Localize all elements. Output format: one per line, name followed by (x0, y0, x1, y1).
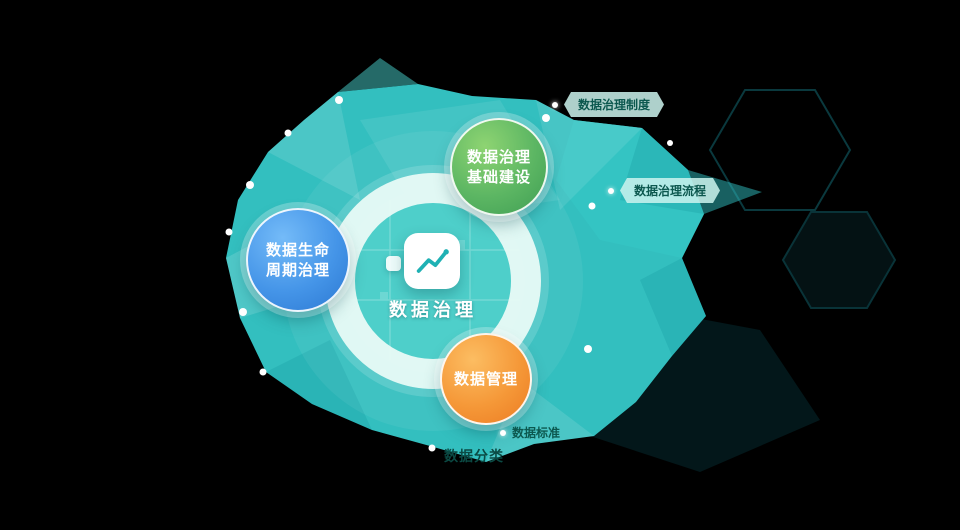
satellite-label-1-text: 数据治理制度 (564, 92, 665, 117)
satellite-label-2-text: 数据治理流程 (620, 178, 721, 203)
badge-lifecycle-line1: 数据生命 (265, 240, 330, 259)
dark-hexagon-outline (708, 89, 852, 211)
node-dot (608, 187, 614, 194)
badge-management: 数据管理 (440, 333, 532, 425)
node-dot (552, 101, 558, 108)
satellite-label-2: 数据治理流程 (608, 178, 721, 203)
badge-foundation-line1: 数据治理 (466, 147, 531, 166)
center-title: 数据治理 (389, 300, 477, 321)
satellite-label-1: 数据治理制度 (552, 92, 665, 117)
node-dot (500, 429, 506, 436)
satellite-label-3-text: 数据标准 (512, 426, 561, 440)
badge-foundation-line2: 基础建设 (466, 168, 531, 186)
decor-dots (225, 96, 673, 452)
satellite-label-3: 数据标准 (500, 424, 560, 441)
dark-hexagon-outline (781, 211, 897, 309)
satellite-label-4-text: 数据分类 (444, 449, 504, 465)
badge-lifecycle: 数据生命 周期治理 (246, 208, 350, 312)
line-chart-icon (404, 233, 460, 289)
badge-management-line1: 数据管理 (453, 369, 518, 388)
satellite-label-4: 数据分类 (444, 446, 504, 466)
badge-foundation: 数据治理 基础建设 (450, 118, 548, 216)
small-card-decor (386, 256, 401, 271)
badge-lifecycle-line2: 周期治理 (265, 261, 330, 279)
